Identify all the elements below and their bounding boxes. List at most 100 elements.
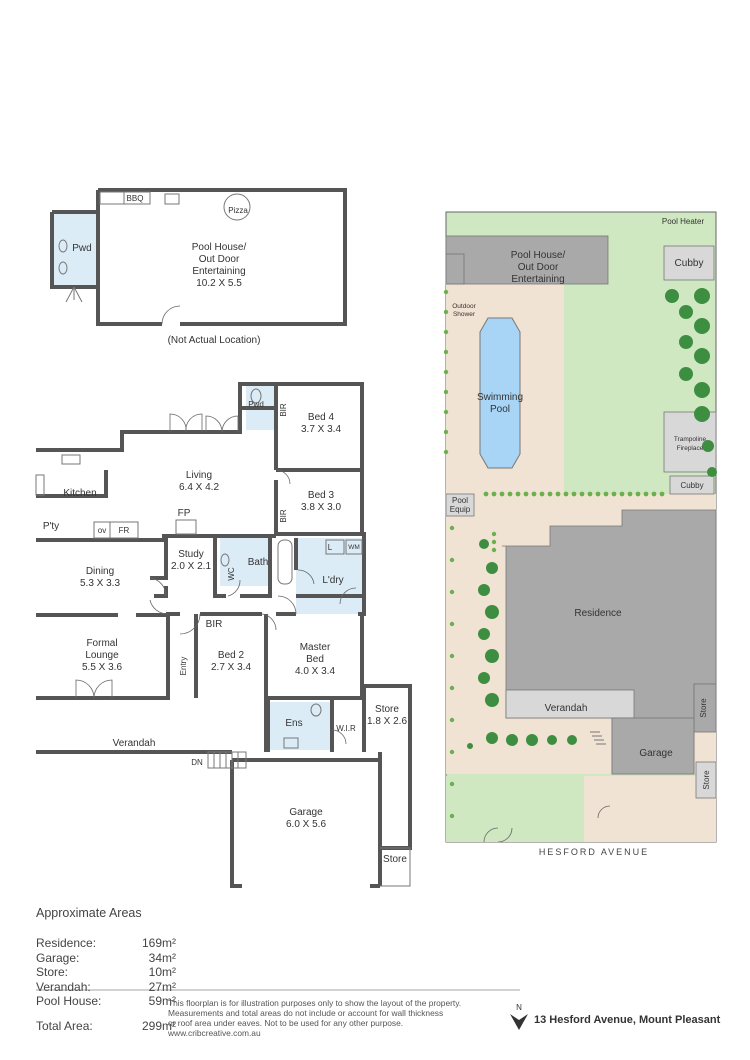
- garage-walls: [230, 758, 382, 888]
- bed4-label: Bed 4: [308, 412, 335, 423]
- svg-text:3.7 X 3.4: 3.7 X 3.4: [301, 424, 341, 435]
- svg-text:Shower: Shower: [453, 311, 476, 318]
- area-row: Garage:34m²: [36, 950, 176, 965]
- pizza-label: Pizza: [228, 206, 248, 215]
- laundry-label: L'dry: [322, 575, 343, 586]
- website-link[interactable]: www.cribcreative.com.au: [168, 1028, 261, 1038]
- svg-text:Entertaining: Entertaining: [192, 266, 245, 277]
- pizza-oven: [223, 193, 251, 221]
- bir-label: BIR: [279, 403, 288, 417]
- pool-house-door: [161, 305, 181, 325]
- svg-text:Pool: Pool: [490, 404, 510, 415]
- approximate-areas: Approximate Areas Residence:169m² Garage…: [36, 906, 176, 1034]
- pool-house-size: 10.2 X 5.5: [196, 278, 242, 289]
- area-row: Pool House:59m²: [36, 994, 176, 1009]
- site-verandah: [505, 689, 635, 719]
- property-address: 13 Hesford Avenue, Mount Pleasant: [534, 1014, 721, 1026]
- svg-text:Bed: Bed: [306, 654, 324, 665]
- svg-text:4.0 X 3.4: 4.0 X 3.4: [295, 666, 335, 677]
- area-row: Store:10m²: [36, 965, 176, 980]
- study-label: Study: [178, 549, 204, 560]
- fp-label: FP: [178, 508, 191, 519]
- site-cubby: [663, 245, 715, 281]
- wir-label: W.I.R: [336, 724, 356, 733]
- svg-text:Fireplace: Fireplace: [677, 445, 704, 452]
- wc-label: WC: [227, 567, 236, 581]
- svg-text:6.0 X 5.6: 6.0 X 5.6: [286, 819, 326, 830]
- garage-label: Garage: [289, 807, 323, 818]
- pool-equip-label: Pool: [452, 496, 468, 505]
- store-label: Store: [375, 704, 399, 715]
- dn-label: DN: [191, 758, 203, 767]
- dining-door: [149, 577, 167, 597]
- north-label: N: [516, 1003, 522, 1012]
- dining-label: Dining: [86, 566, 114, 577]
- svg-text:5.3 X 3.3: 5.3 X 3.3: [80, 578, 120, 589]
- svg-text:2.0 X 2.1: 2.0 X 2.1: [171, 561, 211, 572]
- bbq-unit: [99, 191, 125, 205]
- residence-label: Residence: [574, 608, 622, 619]
- fireplace: [175, 519, 197, 535]
- svg-text:Equip: Equip: [450, 505, 471, 514]
- store2-label: Store: [383, 854, 407, 865]
- svg-text:3.8 X 3.0: 3.8 X 3.0: [301, 502, 341, 513]
- total-area-row: Total Area:299m²: [36, 1018, 176, 1033]
- pantry-label: P'ty: [43, 521, 59, 532]
- svg-text:Entertaining: Entertaining: [511, 274, 564, 285]
- main-floor-plan: Pwd BIR Bed 4 3.7 X 3.4 Living 6.4 X 4.2…: [35, 382, 412, 888]
- cubby-label: Cubby: [675, 258, 704, 269]
- site-store2-label: Store: [702, 770, 711, 790]
- pwd-label: Pwd: [248, 400, 264, 409]
- north-arrow-icon: N: [510, 1003, 528, 1030]
- areas-heading: Approximate Areas: [36, 906, 142, 920]
- entry-label: Entry: [179, 657, 188, 676]
- kitchen-sink: [61, 454, 81, 465]
- area-row: Verandah:27m²: [36, 979, 176, 994]
- pool-house-name: Pool House/: [192, 242, 247, 253]
- kitchen-label: Kitchen: [63, 488, 96, 499]
- cubby2-label: Cubby: [680, 481, 703, 490]
- outdoor-shower-label: Outdoor: [452, 303, 476, 310]
- site-plan: Pool Heater Pool House/ Out Door Enterta…: [443, 211, 717, 857]
- not-actual-location-note: (Not Actual Location): [168, 335, 261, 346]
- site-garage: [611, 717, 695, 775]
- site-landscaping: [467, 288, 717, 749]
- svg-text:2.7 X 3.4: 2.7 X 3.4: [211, 662, 251, 673]
- fr-label: FR: [119, 526, 130, 535]
- bath-label: Bath: [248, 557, 269, 568]
- pool-heater-label: Pool Heater: [662, 217, 705, 226]
- site-pool-equip: [445, 493, 475, 517]
- site-store-label: Store: [699, 698, 708, 718]
- verandah-steps: [207, 751, 247, 769]
- ens-label: Ens: [285, 718, 302, 729]
- disclaimer: This floorplan is for illustration purpo…: [168, 998, 508, 1038]
- pool-house-pwd-walls: [50, 210, 98, 289]
- pool-house-plan: BBQ Pizza Pwd Pool House/ Out Door Enter…: [50, 188, 347, 346]
- living-label: Living: [186, 470, 212, 481]
- verandah-label: Verandah: [113, 738, 156, 749]
- bathtub: [277, 539, 293, 585]
- cooktop: [35, 474, 45, 496]
- formal-lounge-label: Formal: [86, 638, 117, 649]
- svg-text:Lounge: Lounge: [85, 650, 119, 661]
- svg-text:1.8 X 2.6: 1.8 X 2.6: [367, 716, 407, 727]
- svg-text:Out Door: Out Door: [199, 254, 240, 265]
- living-french-doors-1: [169, 413, 203, 433]
- trampoline-label: Trampoline: [674, 436, 707, 443]
- site-pool-house-label: Pool House/: [511, 250, 566, 261]
- site-verandah-label: Verandah: [545, 703, 588, 714]
- svg-text:Out Door: Out Door: [518, 262, 559, 273]
- area-row: Residence:169m²: [36, 936, 176, 950]
- street-name: HESFORD AVENUE: [539, 847, 649, 857]
- svg-text:5.5 X 3.6: 5.5 X 3.6: [82, 662, 122, 673]
- bed2-label: Bed 2: [218, 650, 245, 661]
- bed3-label: Bed 3: [308, 490, 335, 501]
- bir-label: BIR: [279, 509, 288, 523]
- pool-house-walls: [96, 188, 347, 326]
- svg-text:6.4 X 4.2: 6.4 X 4.2: [179, 482, 219, 493]
- site-pool-house: [445, 235, 609, 285]
- wm-label: WM: [348, 544, 360, 551]
- ov-label: ov: [98, 526, 106, 535]
- l-label: L: [328, 543, 333, 552]
